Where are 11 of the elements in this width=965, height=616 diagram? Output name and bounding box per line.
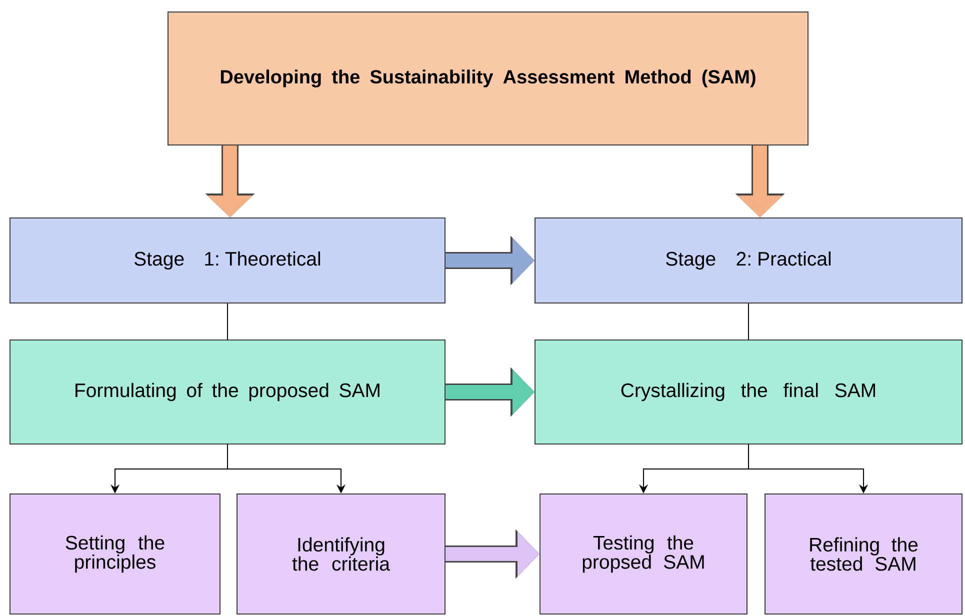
stage-box: Stage 2: Practical: [534, 218, 963, 304]
connector-line: [227, 303, 228, 340]
step-box: Identifying the criteria: [236, 494, 446, 614]
step-box: Refining the tested SAM: [764, 494, 963, 614]
phase-box: Formulating of the proposed SAM: [10, 340, 446, 444]
stage-box: Stage 1: Theoretical: [10, 218, 446, 304]
step-box: Setting the principles: [10, 494, 220, 614]
title-box: Developing the Sustainability Assessment Method (SAM): [168, 12, 809, 146]
step-box: Testing the propsed SAM: [540, 494, 748, 614]
connector-line: [748, 303, 750, 340]
phase-box: Crystallizing the final SAM: [534, 340, 963, 444]
